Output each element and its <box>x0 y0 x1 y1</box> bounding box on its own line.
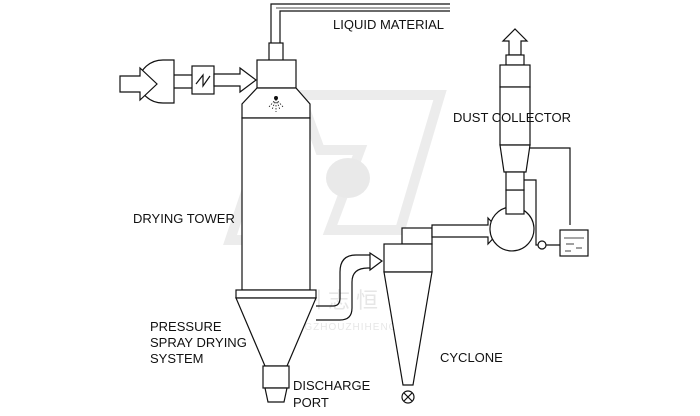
air-heater <box>191 65 215 95</box>
label-system-line3: SYSTEM <box>150 351 203 366</box>
inlet-arrow-icon <box>119 66 158 102</box>
dust-collector <box>499 28 531 191</box>
hot-air-arrow-icon <box>213 66 257 94</box>
label-liquid-material: LIQUID MATERIAL <box>333 17 444 32</box>
liquid-feed-pipe <box>268 3 450 62</box>
label-discharge-line2: PORT <box>293 395 329 410</box>
watermark-center-blur <box>326 158 370 198</box>
scrubber-tank <box>524 147 589 257</box>
watermark-pinyin-text: CHANGZHOUZHIHENG <box>272 322 397 333</box>
tower-to-cyclone-pipe <box>316 251 384 321</box>
label-system-line1: PRESSURE <box>150 319 222 334</box>
spray-nozzle-icon <box>267 96 285 112</box>
label-drying-tower: DRYING TOWER <box>133 211 235 226</box>
drying-tower <box>235 59 317 403</box>
label-system-line2: SPRAY DRYING <box>150 335 247 350</box>
label-dust-collector: DUST COLLECTOR <box>453 110 571 125</box>
label-cyclone: CYCLONE <box>440 350 503 365</box>
label-discharge-line1: DISCHARGE <box>293 378 371 393</box>
exhaust-fan <box>489 189 535 252</box>
cyclone-inlet-arrow-icon <box>369 251 384 272</box>
cyclone-separator <box>383 227 433 404</box>
inlet-fan <box>119 59 192 104</box>
exhaust-arrow-icon <box>501 28 529 56</box>
pump-icon <box>537 240 547 250</box>
